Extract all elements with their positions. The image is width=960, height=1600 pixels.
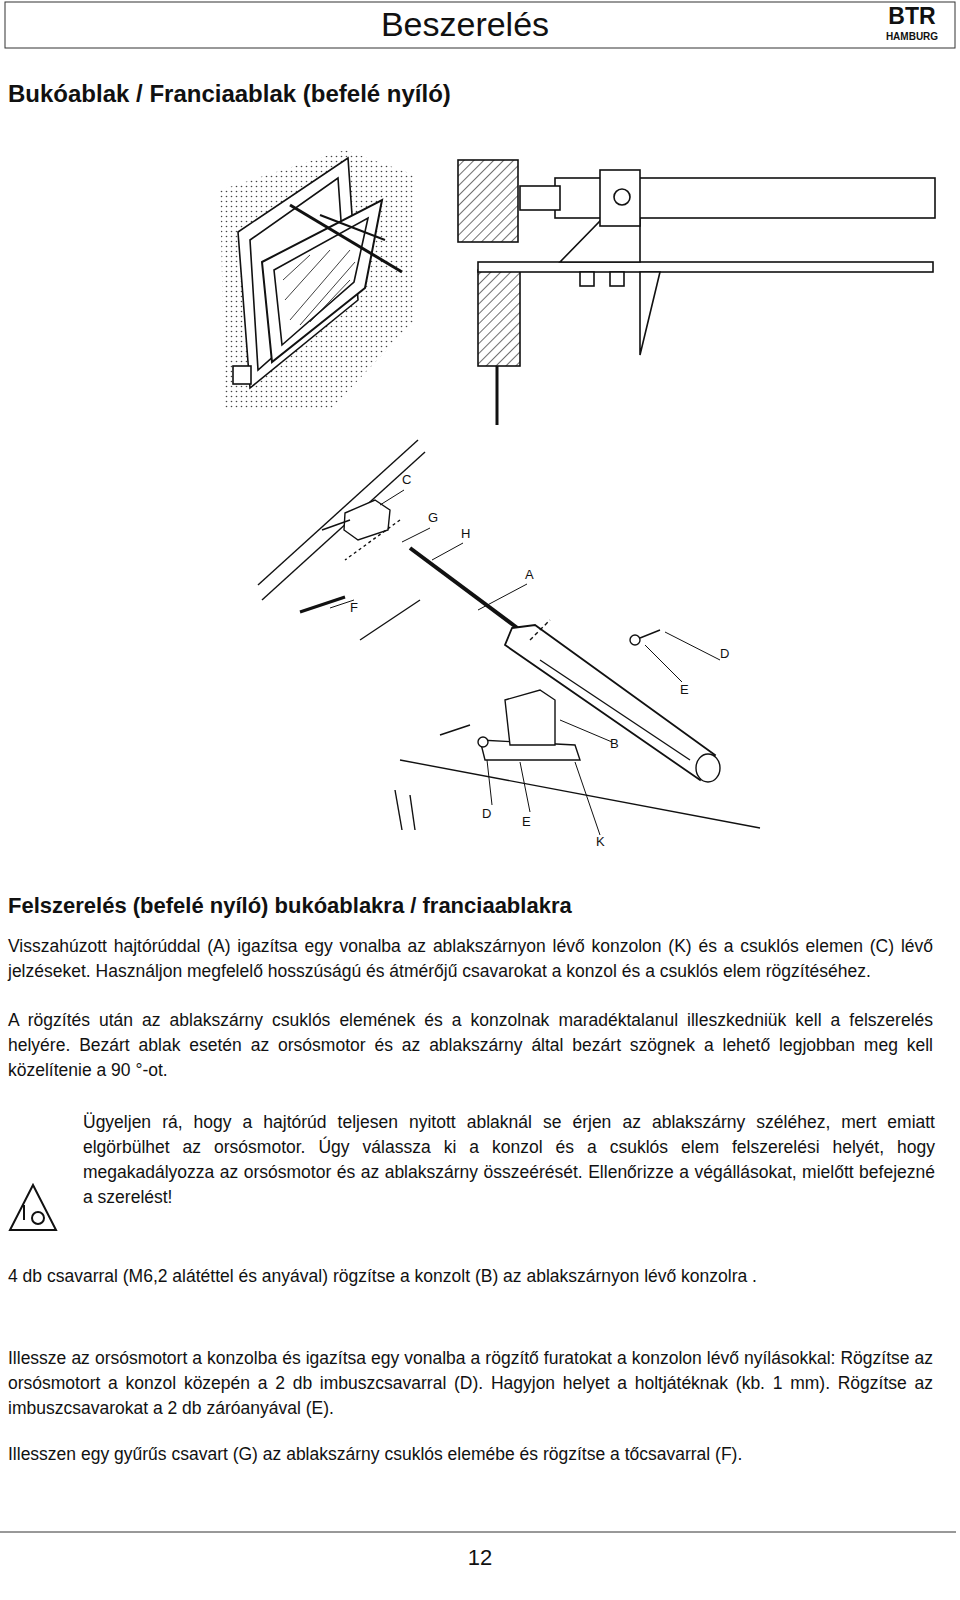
callout-letter: K [596,834,605,850]
page-title: Bukóablak / Franciaablak (befelé nyíló) [8,80,451,109]
warning-icon [10,1185,56,1230]
page-number: 12 [440,1545,520,1571]
actuator-assembly [258,440,760,830]
brand-logo: BTR [872,4,952,28]
callout-letter: B [610,736,619,752]
callout-letter: C [402,472,411,488]
footer-rule [0,1532,956,1533]
window-illustration [220,150,415,410]
callout-letter: F [350,600,358,616]
body-paragraph: A rögzítés után az ablakszárny csuklós e… [8,1008,933,1083]
callout-letter: D [720,646,729,662]
leader-lines [330,490,720,835]
callout-letter: E [522,814,531,830]
body-paragraph: 4 db csavarral (M6,2 alátéttel és anyáva… [8,1264,933,1289]
body-paragraph: Visszahúzott hajtórúddal (A) igazítsa eg… [8,934,933,984]
callout-letter: A [525,567,534,583]
callout-letter: D [482,806,491,822]
warning-paragraph: Ügyeljen rá, hogy a hajtórúd teljesen ny… [83,1110,935,1210]
brand-city: HAMBURG [872,31,952,43]
callout-letter: E [680,682,689,698]
bracket-section [458,160,935,425]
body-paragraph: Illesszen egy gyűrűs csavart (G) az abla… [8,1442,933,1467]
callout-letter: H [461,526,470,542]
callout-letter: G [428,510,438,526]
running-header: Beszerelés [300,4,630,45]
section-heading: Felszerelés (befelé nyíló) bukóablakra /… [8,893,572,919]
body-paragraph: Illessze az orsósmotort a konzolba és ig… [8,1346,933,1421]
